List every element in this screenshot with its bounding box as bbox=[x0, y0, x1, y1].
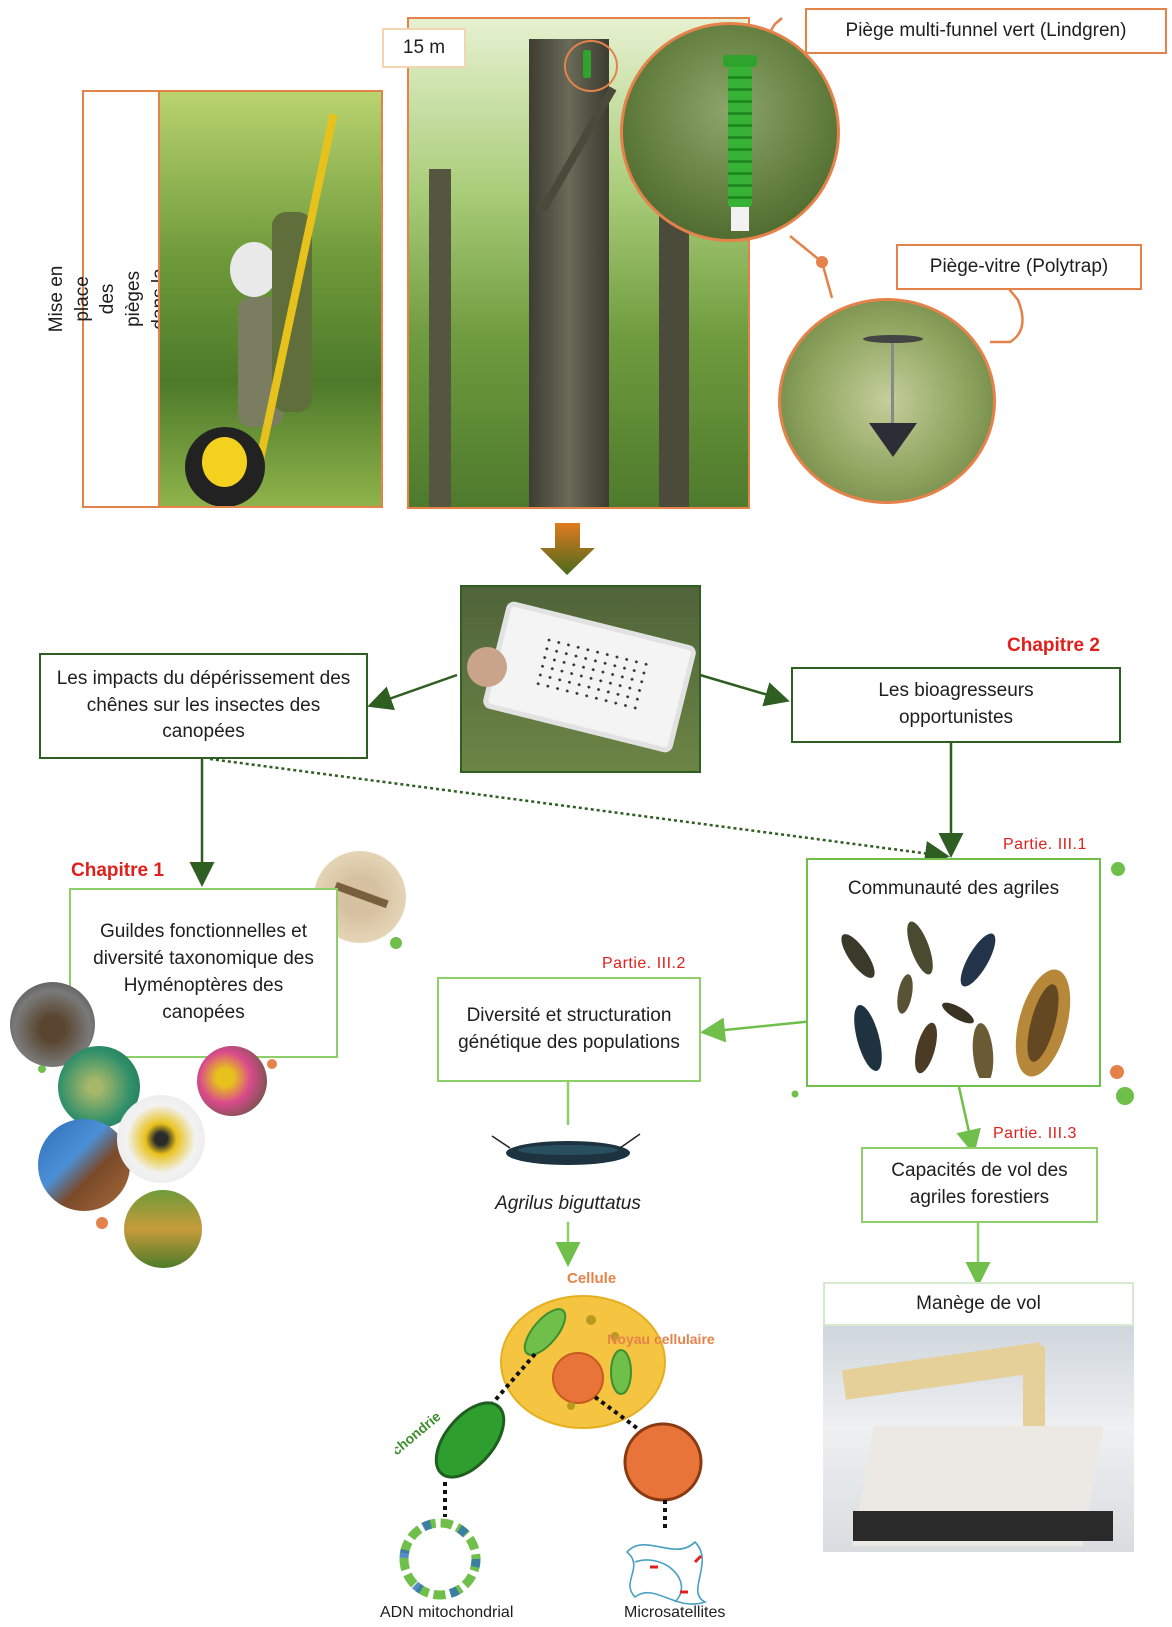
species-label: Agrilus biguttatus bbox=[495, 1193, 641, 1214]
noyau-label: Noyau cellulaire bbox=[607, 1331, 715, 1347]
trap-green-label: Piège multi-funnel vert (Lindgren) bbox=[805, 8, 1167, 54]
hymenoptera-photo-5 bbox=[117, 1095, 205, 1183]
part-iii3-label: Partie. III.3 bbox=[993, 1125, 1077, 1142]
hymenoptera-photo-4 bbox=[38, 1119, 130, 1211]
diversite-box: Diversité et structuration génétique des… bbox=[437, 977, 701, 1082]
bioagresseurs-box: Les bioagresseurs opportunistes bbox=[791, 667, 1121, 743]
chapter1-label: Chapitre 1 bbox=[71, 860, 164, 881]
window-trap-photo bbox=[778, 298, 996, 504]
setup-caption-box: Mise en place des pièges dans la canopée bbox=[46, 90, 195, 508]
trap-window-label: Piège-vitre (Polytrap) bbox=[896, 244, 1142, 290]
part-iii2-label: Partie. III.2 bbox=[602, 955, 686, 972]
microsat-label: Microsatellites bbox=[624, 1604, 726, 1621]
height-label: 15 m bbox=[382, 28, 466, 68]
trap-highlight bbox=[564, 40, 618, 92]
cell-diagram: Cellule Noyau cellulaire Mitochondrie bbox=[395, 1270, 715, 1605]
sorting-tray-photo bbox=[460, 585, 701, 773]
setup-photo bbox=[158, 90, 383, 508]
adn-label: ADN mitochondrial bbox=[380, 1604, 514, 1621]
vol-box: Capacités de vol des agriles forestiers bbox=[861, 1147, 1098, 1223]
manege-photo bbox=[823, 1326, 1134, 1552]
part-iii1-label: Partie. III.1 bbox=[1003, 836, 1087, 853]
cell-label: Cellule bbox=[567, 1270, 616, 1287]
hymenoptera-photo-3 bbox=[197, 1046, 267, 1116]
small-trap-icon bbox=[583, 50, 591, 78]
agriles-beetles bbox=[841, 921, 1071, 1078]
agriles-title: Communauté des agriles bbox=[847, 878, 1060, 899]
agrilus-beetle-image bbox=[491, 1133, 641, 1165]
guildes-box: Guildes fonctionnelles et diversité taxo… bbox=[69, 888, 338, 1058]
chapter2-label: Chapitre 2 bbox=[1007, 635, 1100, 656]
impacts-box: Les impacts du dépérissement des chênes … bbox=[39, 653, 368, 759]
agriles-box: Communauté des agriles bbox=[806, 858, 1101, 1087]
manege-label: Manège de vol bbox=[823, 1282, 1134, 1326]
hymenoptera-photo-6 bbox=[124, 1190, 202, 1268]
green-trap-photo bbox=[620, 22, 840, 242]
